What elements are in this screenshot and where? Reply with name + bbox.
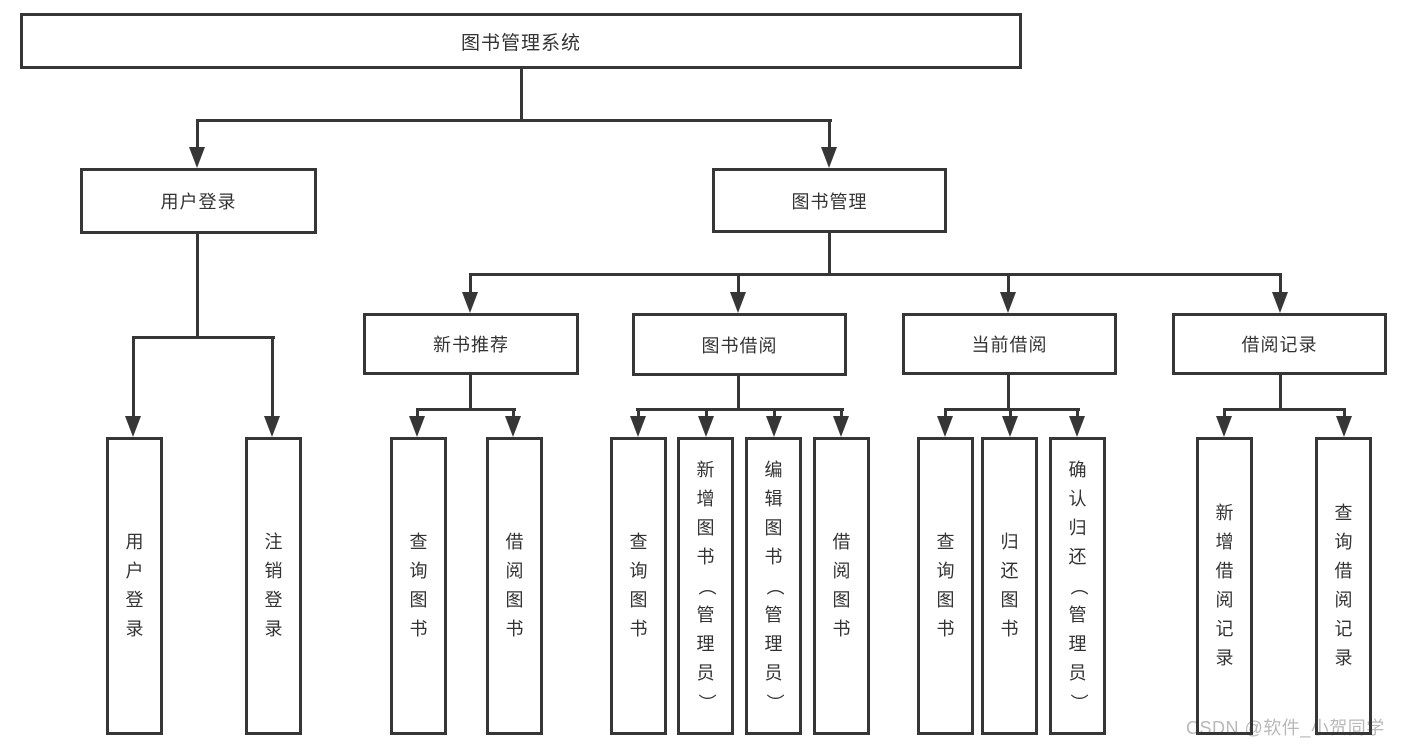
connector-line <box>737 375 740 411</box>
node-label: 新书推荐 <box>433 335 509 355</box>
arrow-down-icon <box>264 416 280 437</box>
node-label: 图书管理系统 <box>460 32 581 54</box>
node-book-borrow: 图书借阅 <box>632 313 847 376</box>
arrow-down-icon <box>937 416 953 437</box>
leaf-label: 新增借阅记录 <box>1215 503 1234 668</box>
connector-line <box>196 119 199 150</box>
leaf-borrow-books: 借阅图书 <box>813 437 870 735</box>
arrow-down-icon <box>189 147 205 168</box>
arrow-down-icon <box>730 292 746 313</box>
connector-line <box>840 408 843 422</box>
leaf-label: 新增图书（管理员） <box>696 459 716 712</box>
node-root-system: 图书管理系统 <box>20 13 1022 69</box>
leaf-label: 借阅图书 <box>505 532 524 639</box>
arrow-down-icon <box>505 416 521 437</box>
connector-line <box>1223 408 1346 411</box>
leaf-query-books: 查询图书 <box>390 437 447 735</box>
arrow-down-icon <box>1002 416 1018 437</box>
connector-line <box>1009 408 1012 422</box>
leaf-user-login: 用户登录 <box>106 437 163 735</box>
arrow-down-icon <box>462 292 478 313</box>
node-label: 图书借阅 <box>701 335 778 356</box>
connector-line <box>132 336 135 419</box>
connector-line <box>416 408 516 411</box>
leaf-label: 用户登录 <box>125 532 144 639</box>
arrow-down-icon <box>1336 416 1352 437</box>
connector-line <box>705 408 708 422</box>
connector-line <box>828 233 831 276</box>
leaf-label: 借阅图书 <box>832 532 851 639</box>
leaf-logout-login: 注销登录 <box>245 437 302 735</box>
leaf-label: 查询借阅记录 <box>1334 503 1353 668</box>
arrow-down-icon <box>630 416 646 437</box>
node-current-borrow: 当前借阅 <box>902 313 1117 375</box>
leaf-query-borrow-record: 查询借阅记录 <box>1315 437 1372 735</box>
connector-line <box>512 408 515 422</box>
connector-line <box>1279 273 1282 295</box>
arrow-down-icon <box>125 416 141 437</box>
leaf-borrow-books: 借阅图书 <box>486 437 543 735</box>
leaf-query-books: 查询图书 <box>917 437 974 735</box>
leaf-label: 查询图书 <box>409 532 428 639</box>
connector-line <box>520 69 523 122</box>
connector-line <box>469 273 472 295</box>
connector-line <box>737 273 740 295</box>
leaf-label: 查询图书 <box>936 532 955 639</box>
connector-line <box>469 375 472 411</box>
connector-line <box>828 119 831 150</box>
csdn-watermark: CSDN @软件_小贺同学 <box>1186 718 1385 738</box>
connector-line <box>1076 408 1079 422</box>
arrow-down-icon <box>1069 416 1085 437</box>
leaf-query-books: 查询图书 <box>610 437 667 735</box>
leaf-return-books: 归还图书 <box>981 437 1038 735</box>
node-label: 图书管理 <box>791 191 868 212</box>
connector-line <box>196 234 199 339</box>
arrow-down-icon <box>821 147 837 168</box>
node-label: 用户登录 <box>160 192 237 212</box>
connector-line <box>271 336 274 419</box>
connector-line <box>944 408 947 422</box>
connector-line <box>1007 375 1010 411</box>
leaf-label: 查询图书 <box>629 532 648 639</box>
leaf-edit-book-admin: 编辑图书（管理员） <box>745 437 802 735</box>
connector-line <box>773 408 776 422</box>
leaf-label: 编辑图书（管理员） <box>764 459 784 712</box>
connector-line <box>944 408 1080 411</box>
arrow-down-icon <box>1000 292 1016 313</box>
connector-line <box>196 119 832 122</box>
connector-line <box>132 336 275 339</box>
connector-line <box>1007 273 1010 295</box>
connector-line <box>636 408 844 411</box>
connector-line <box>637 408 640 422</box>
node-label: 借阅记录 <box>1241 335 1318 355</box>
connector-line <box>1279 375 1282 411</box>
arrow-down-icon <box>1216 416 1232 437</box>
arrow-down-icon <box>409 416 425 437</box>
leaf-add-borrow-record: 新增借阅记录 <box>1196 437 1253 735</box>
node-new-book-recommend: 新书推荐 <box>363 313 579 375</box>
node-book-management: 图书管理 <box>712 168 947 233</box>
leaf-label: 注销登录 <box>264 532 283 639</box>
arrow-down-icon <box>833 416 849 437</box>
arrow-down-icon <box>766 416 782 437</box>
leaf-label: 确认归还（管理员） <box>1068 459 1088 712</box>
arrow-down-icon <box>698 416 714 437</box>
node-label: 当前借阅 <box>971 335 1048 355</box>
connector-line <box>416 408 419 422</box>
node-user-login: 用户登录 <box>80 168 317 234</box>
leaf-add-book-admin: 新增图书（管理员） <box>677 437 734 735</box>
node-borrow-records: 借阅记录 <box>1172 313 1387 375</box>
connector-line <box>1343 408 1346 422</box>
leaf-confirm-return-admin: 确认归还（管理员） <box>1049 437 1106 735</box>
leaf-label: 归还图书 <box>1000 532 1019 639</box>
connector-line <box>1223 408 1226 422</box>
connector-line <box>469 273 1282 276</box>
arrow-down-icon <box>1272 292 1288 313</box>
